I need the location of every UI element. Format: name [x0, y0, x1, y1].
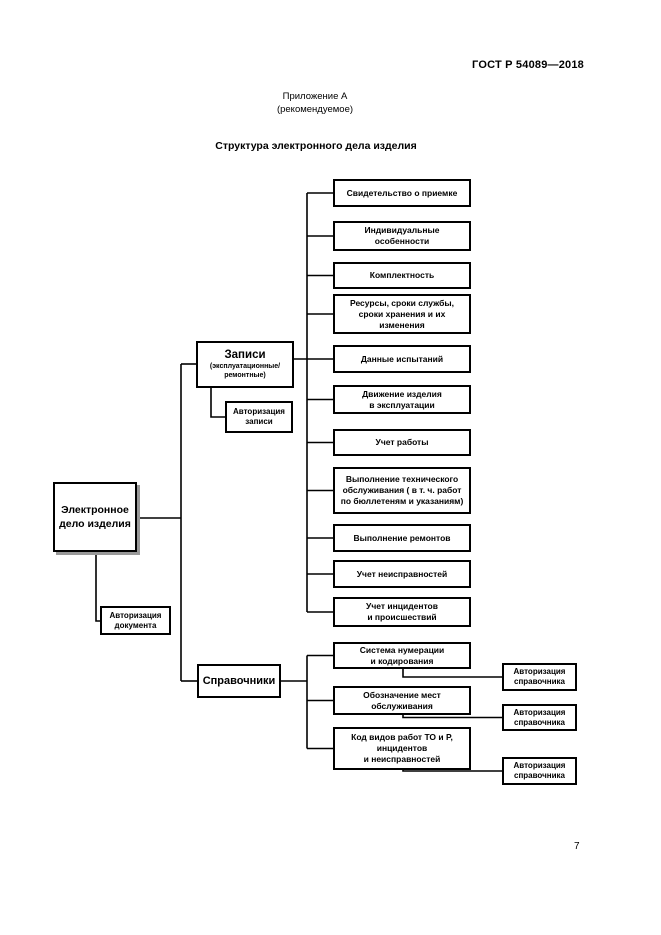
appendix-heading: Приложение А (рекомендуемое)	[165, 90, 465, 116]
document-code: ГОСТ Р 54089—2018	[472, 59, 584, 71]
record-item-repairs: Выполнение ремонтов	[333, 524, 471, 552]
record-item-work-accounting: Учет работы	[333, 429, 471, 456]
records-box: Записи (эксплуатационные/ ремонтные)	[196, 341, 294, 388]
record-item-product-movement: Движение изделия в эксплуатации	[333, 385, 471, 414]
record-item-maintenance: Выполнение технического обслуживания ( в…	[333, 467, 471, 514]
reference-item-numbering-system: Система нумерации и кодирования	[333, 642, 471, 669]
record-authorization-box: Авторизация записи	[225, 401, 293, 433]
records-sublabel: (эксплуатационные/ ремонтные)	[209, 363, 281, 379]
reference-item-work-type-codes: Код видов работ ТО и Р, инцидентов и неи…	[333, 727, 471, 770]
appendix-note: (рекомендуемое)	[276, 104, 354, 115]
record-item-test-data: Данные испытаний	[333, 345, 471, 373]
record-item-individual-features: Индивидуальные особенности	[333, 221, 471, 251]
reference-authorization-box-3: Авторизация справочника	[502, 757, 577, 785]
record-item-fault-accounting: Учет неисправностей	[333, 560, 471, 588]
record-item-incident-accounting: Учет инцидентов и происшествий	[333, 597, 471, 627]
record-item-acceptance-certificate: Свидетельство о приемке	[333, 179, 471, 207]
references-box: Справочники	[197, 664, 281, 698]
document-authorization-box: Авторизация документа	[100, 606, 171, 635]
record-item-completeness: Комплектность	[333, 262, 471, 289]
records-label: Записи	[224, 349, 266, 361]
page-number: 7	[574, 841, 580, 852]
root-box-electronic-product-file: Электронное дело изделия	[53, 482, 137, 552]
appendix-label: Приложение А	[282, 91, 348, 102]
reference-authorization-box-2: Авторизация справочника	[502, 704, 577, 731]
figure-title: Структура электронного дела изделия	[215, 140, 417, 152]
reference-authorization-box-1: Авторизация справочника	[502, 663, 577, 691]
record-item-resources: Ресурсы, сроки службы, сроки хранения и …	[333, 294, 471, 334]
reference-item-service-locations: Обозначение мест обслуживания	[333, 686, 471, 715]
